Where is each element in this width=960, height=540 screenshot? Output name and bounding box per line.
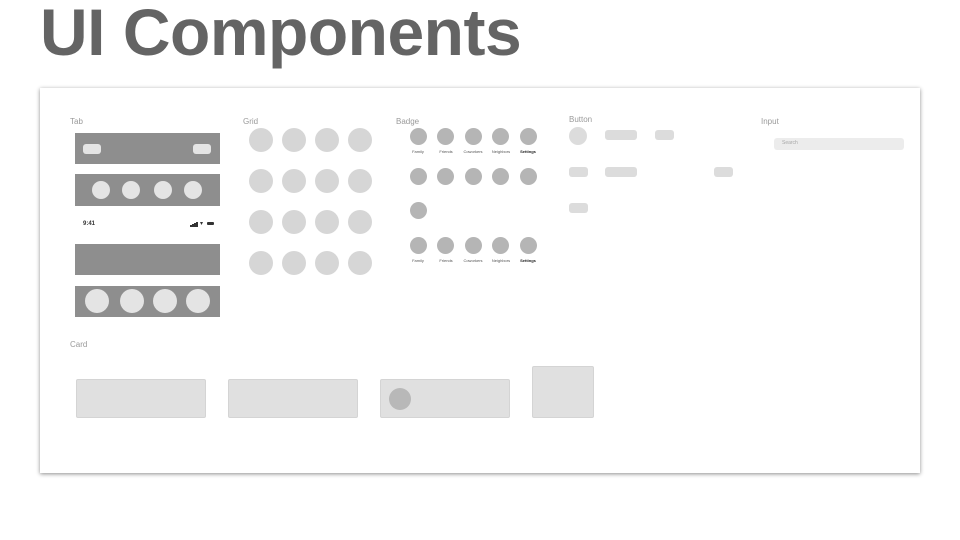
tab-bar-large-dots[interactable] [75,286,220,317]
small-button[interactable] [655,130,674,140]
grid-cell[interactable] [249,210,273,234]
badge-circle[interactable] [437,128,454,145]
grid-cell[interactable] [282,210,306,234]
badge-label: Family [412,258,424,263]
tab-dot[interactable] [153,289,177,313]
grid-cell[interactable] [282,169,306,193]
tab-bar-plain[interactable] [75,244,220,275]
badge-circle[interactable] [410,128,427,145]
small-button[interactable] [569,167,588,177]
grid-cell[interactable] [282,128,306,152]
grid-cell[interactable] [249,169,273,193]
wide-button[interactable] [605,130,637,140]
badge-circle[interactable] [410,202,427,219]
badge-label: Coworkers [463,258,483,263]
badge-circle[interactable] [492,168,509,185]
grid-cell[interactable] [249,128,273,152]
badge-label: Coworkers [463,149,483,154]
badge-circle[interactable] [410,237,427,254]
small-button[interactable] [569,203,588,213]
card[interactable] [228,379,358,418]
tab-bar-pills[interactable] [75,133,220,164]
badge-label: Family [412,149,424,154]
badge-circle[interactable] [492,128,509,145]
grid-cell[interactable] [348,169,372,193]
grid-cell[interactable] [348,128,372,152]
grid-cell[interactable] [315,210,339,234]
circle-button[interactable] [569,127,587,145]
tab-dot[interactable] [92,181,110,199]
card-square[interactable] [532,366,594,418]
badge-circle[interactable] [492,237,509,254]
tab-dot[interactable] [184,181,202,199]
grid-cell[interactable] [348,251,372,275]
grid-cell[interactable] [249,251,273,275]
badge-circle[interactable] [437,168,454,185]
section-label-card: Card [70,340,88,349]
grid-cell[interactable] [315,169,339,193]
signal-icon [190,221,198,227]
section-label-tab: Tab [70,117,83,126]
badge-circle[interactable] [437,237,454,254]
card[interactable] [76,379,206,418]
grid-cell[interactable] [315,128,339,152]
badge-circle[interactable] [465,237,482,254]
badge-circle[interactable] [465,168,482,185]
badge-circle[interactable] [520,237,537,254]
tab-pill-right[interactable] [193,144,211,154]
wide-button[interactable] [605,167,637,177]
avatar [389,388,411,410]
badge-label: Neighbors [491,149,511,154]
card-with-avatar[interactable] [380,379,510,418]
badge-circle[interactable] [520,168,537,185]
badge-circle[interactable] [520,128,537,145]
badge-label: Friends [439,149,453,154]
status-icons: ▾ [190,220,214,227]
section-label-input: Input [761,117,779,126]
tab-dot[interactable] [154,181,172,199]
grid-cell[interactable] [348,210,372,234]
grid-cell[interactable] [282,251,306,275]
small-button[interactable] [714,167,733,177]
tab-dot[interactable] [122,181,140,199]
section-label-grid: Grid [243,117,259,126]
search-input[interactable]: Search [774,138,904,150]
badge-label: Neighbors [491,258,511,263]
tab-pill-left[interactable] [83,144,101,154]
badge-circle[interactable] [410,168,427,185]
wifi-icon: ▾ [200,221,204,227]
badge-label: Settings [520,149,536,154]
search-placeholder: Search [782,140,798,146]
grid-cell[interactable] [315,251,339,275]
tab-dot[interactable] [120,289,144,313]
tab-bar-small-dots[interactable] [75,174,220,206]
tab-dot[interactable] [186,289,210,313]
section-label-button: Button [569,115,593,124]
badge-label: Settings [520,258,536,263]
tab-dot[interactable] [85,289,109,313]
status-time: 9:41 [83,221,96,227]
section-label-badge: Badge [396,117,420,126]
battery-icon [206,221,214,225]
slide-title: UI Components [40,0,522,69]
badge-label: Friends [439,258,453,263]
badge-circle[interactable] [465,128,482,145]
component-canvas: Tab Grid Badge Button Input Card 9:41 ▾ [40,88,920,473]
